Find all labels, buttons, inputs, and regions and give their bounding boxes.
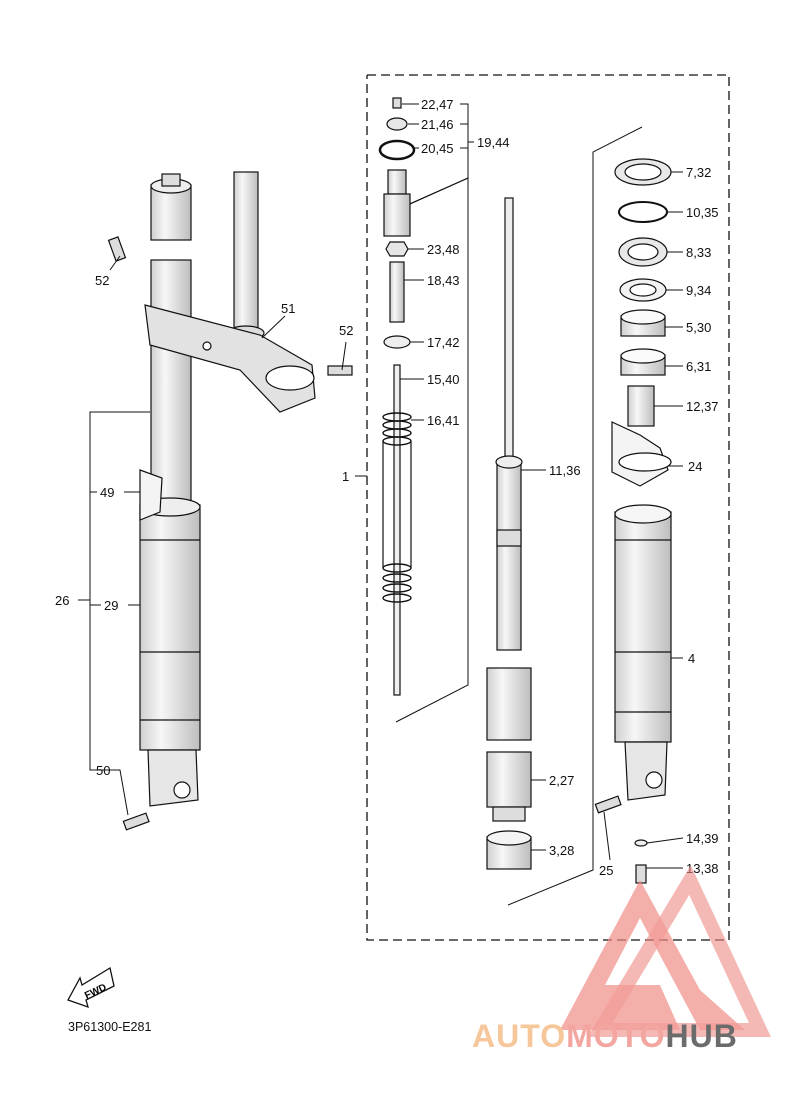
- label-24: 24: [688, 459, 702, 474]
- leader-lines: [78, 103, 684, 869]
- label-49: 49: [100, 485, 114, 500]
- damper-parts: [378, 97, 532, 870]
- label-18-43: 18,43: [427, 273, 460, 288]
- label-52-right: 52: [339, 323, 353, 338]
- assembled-fork: [107, 171, 353, 831]
- label-9-34: 9,34: [686, 283, 711, 298]
- watermark-part-3: HUB: [665, 1018, 738, 1054]
- label-29: 29: [104, 598, 118, 613]
- label-20-45: 20,45: [421, 141, 454, 156]
- label-16-41: 16,41: [427, 413, 460, 428]
- label-2-27: 2,27: [549, 773, 574, 788]
- watermark-part-1: AUTO: [472, 1018, 567, 1054]
- fwd-arrow-icon: FWD: [67, 966, 115, 1009]
- label-3-28: 3,28: [549, 843, 574, 858]
- watermark-text: AUTOMOTOHUB: [472, 1018, 738, 1055]
- label-51: 51: [281, 301, 295, 316]
- label-26: 26: [55, 593, 69, 608]
- label-17-42: 17,42: [427, 335, 460, 350]
- label-1: 1: [342, 469, 349, 484]
- label-21-46: 21,46: [421, 117, 454, 132]
- label-23-48: 23,48: [427, 242, 460, 257]
- label-14-39: 14,39: [686, 831, 719, 846]
- outer-tube-group-frame: [507, 126, 643, 906]
- label-25: 25: [599, 863, 613, 878]
- label-13-38: 13,38: [686, 861, 719, 876]
- diagram-code: 3P61300-E281: [68, 1020, 152, 1034]
- label-7-32: 7,32: [686, 165, 711, 180]
- label-4: 4: [688, 651, 695, 666]
- label-12-37: 12,37: [686, 399, 719, 414]
- outer-tube-parts: [594, 158, 672, 884]
- label-52-top: 52: [95, 273, 109, 288]
- label-15-40: 15,40: [427, 372, 460, 387]
- automotohub-logo-icon: [560, 865, 771, 1037]
- label-22-47: 22,47: [421, 97, 454, 112]
- watermark-part-2: MOTO: [566, 1018, 666, 1054]
- damper-group-frame: [395, 177, 469, 723]
- label-10-35: 10,35: [686, 205, 719, 220]
- part-labels: 22,47 21,46 20,45 19,44 23,48 18,43 17,4…: [55, 97, 719, 878]
- label-5-30: 5,30: [686, 320, 711, 335]
- label-19-44: 19,44: [477, 135, 510, 150]
- label-11-36: 11,36: [549, 463, 581, 478]
- label-50: 50: [96, 763, 110, 778]
- label-6-31: 6,31: [686, 359, 711, 374]
- assembly-frame: [366, 74, 730, 941]
- label-8-33: 8,33: [686, 245, 711, 260]
